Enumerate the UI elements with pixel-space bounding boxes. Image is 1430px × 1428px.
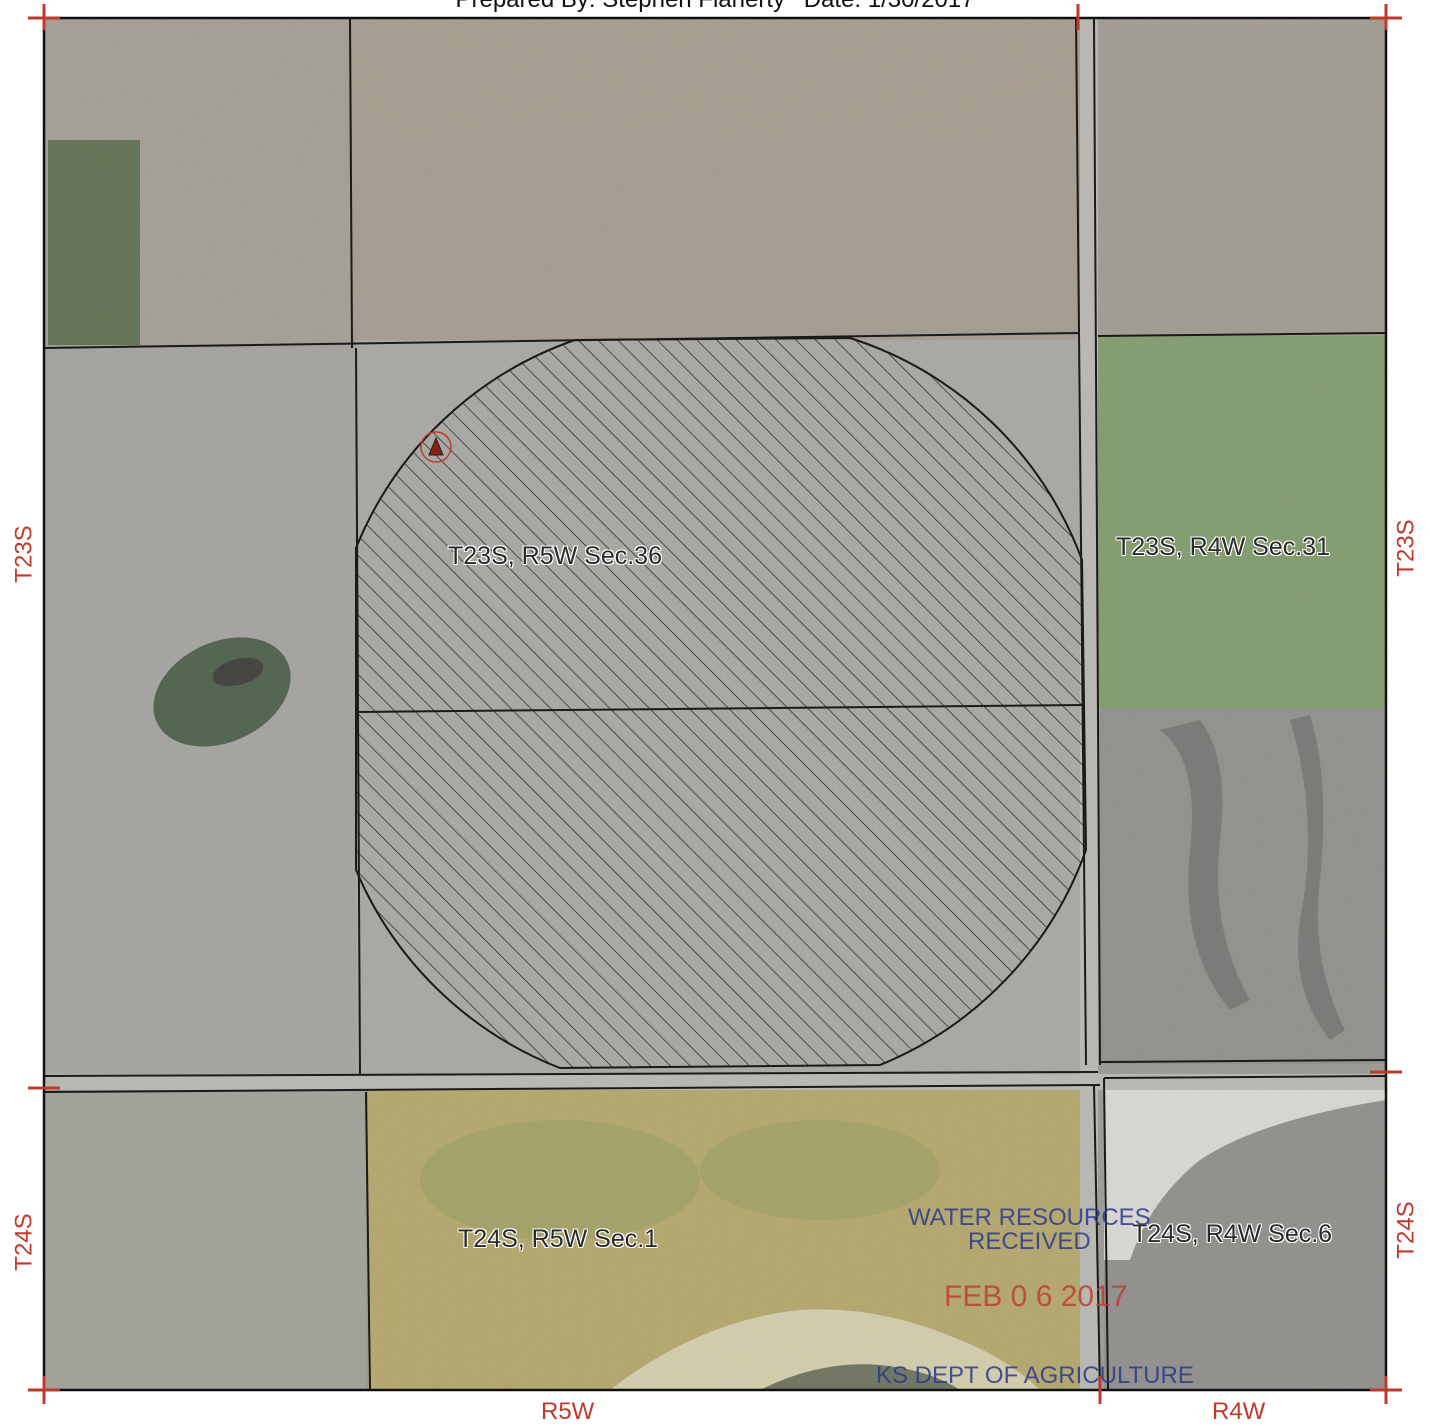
date-text: Date: 1/30/2017	[804, 0, 975, 13]
stamp-water-resources: WATER RESOURCES	[908, 1204, 1151, 1231]
range-label-west: R5W	[541, 1398, 595, 1425]
township-label-right-south: T24S	[1392, 1201, 1420, 1259]
pivot-irrigation-area	[355, 336, 1088, 1070]
prepared-by-text: Prepared By: Stephen Flaherty	[455, 0, 785, 13]
township-label-left-south: T24S	[10, 1213, 38, 1271]
well-marker-icon	[420, 431, 452, 463]
section-label-sw: T24S, R5W Sec.1	[458, 1225, 659, 1253]
stamp-date: FEB 0 6 2017	[944, 1280, 1128, 1313]
township-label-left-north: T23S	[10, 525, 38, 583]
stamp-received: RECEIVED	[968, 1228, 1091, 1255]
map-header: Prepared By: Stephen Flaherty Date: 1/30…	[0, 0, 1430, 14]
section-label-nw: T23S, R5W Sec.36	[448, 542, 662, 570]
stamp-agency: KS DEPT OF AGRICULTURE	[876, 1362, 1194, 1389]
map-frame	[42, 16, 1388, 1392]
section-label-ne: T23S, R4W Sec.31	[1116, 533, 1330, 561]
section-label-se: T24S, R4W Sec.6	[1132, 1220, 1333, 1248]
township-label-right-north: T23S	[1392, 519, 1420, 577]
range-label-east: R4W	[1212, 1398, 1266, 1425]
boundary-ticks	[28, 4, 1402, 1404]
section-lines	[43, 17, 1387, 1391]
